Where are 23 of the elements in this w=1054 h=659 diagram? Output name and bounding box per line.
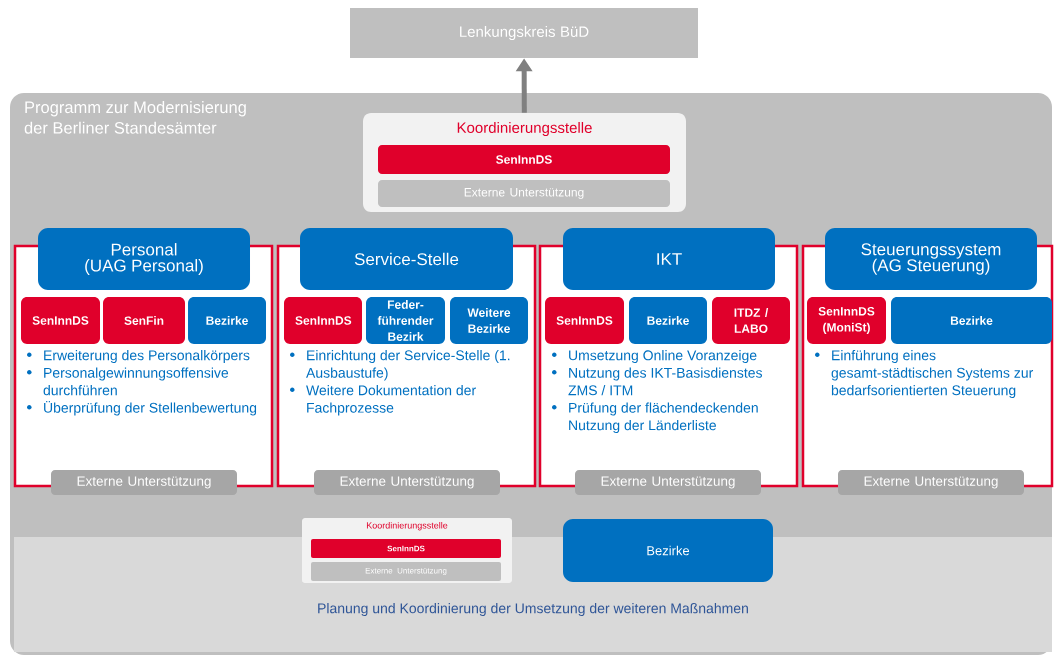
member-tag: SenInnDS bbox=[378, 145, 670, 174]
member-tag: Bezirke bbox=[188, 297, 266, 344]
member-tag: SenInnDS (MoniSt) bbox=[807, 297, 886, 344]
title-box: Lenkungskreis BüD bbox=[350, 8, 698, 58]
member-tag: SenInnDS bbox=[21, 297, 100, 344]
member-tag: ITDZ / LABO bbox=[712, 297, 790, 344]
support-tag: Externe Unterstützung bbox=[575, 470, 761, 495]
support-tag: Externe Unterstützung bbox=[314, 470, 500, 495]
member-tag: SenInnDS bbox=[284, 297, 362, 344]
support-tag: Externe Unterstützung bbox=[51, 470, 237, 495]
workstream-header: Personal (UAG Personal) bbox=[38, 228, 250, 290]
workstream-header: Service-Stelle bbox=[300, 228, 513, 290]
member-tag: Feder-führender Bezirk bbox=[366, 297, 445, 344]
member-tag: Bezirke bbox=[563, 519, 773, 582]
member-tag: Bezirke bbox=[891, 297, 1052, 344]
member-tag: Weitere Bezirke bbox=[450, 297, 528, 344]
workstream-header: Steuerungssystem (AG Steuerung) bbox=[825, 228, 1037, 290]
workstream-header: IKT bbox=[563, 228, 775, 290]
support-tag: Externe Unterstützung bbox=[378, 180, 670, 207]
member-tag: SenFin bbox=[103, 297, 185, 344]
member-tag: Bezirke bbox=[629, 297, 707, 344]
support-tag: Externe Unterstützung bbox=[838, 470, 1024, 495]
member-tag: SenInnDS bbox=[545, 297, 624, 344]
